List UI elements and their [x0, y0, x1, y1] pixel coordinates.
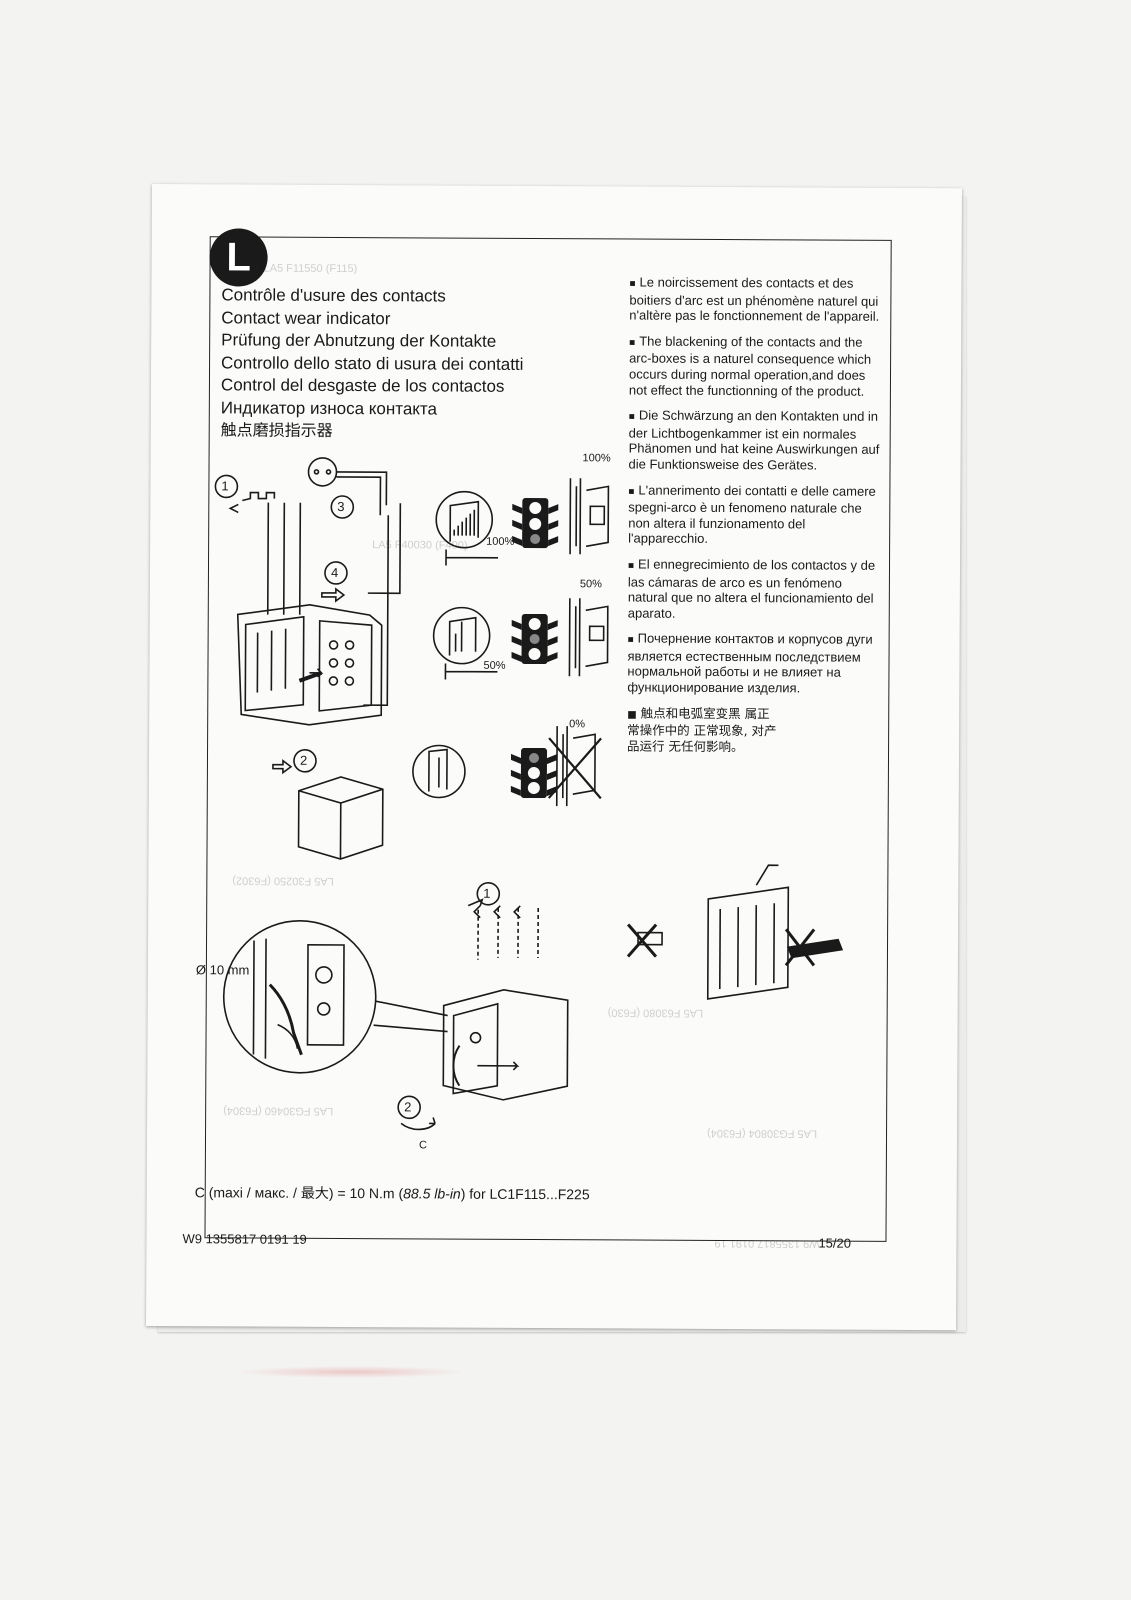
step-number: 4 [330, 564, 339, 580]
gauge-0 [412, 744, 466, 799]
document-code: W9 1355817 0191 19 [182, 1231, 307, 1247]
contact-detail-100 [569, 478, 610, 555]
torque-spec: C (maxi / макс. / 最大) = 10 N.m (88.5 lb-… [194, 1184, 590, 1203]
manual-page: LA5 F11550 (F115) LA5 F40030 (F400) LA5 … [146, 184, 962, 1331]
step-1-callout [214, 474, 276, 514]
contact-detail-50 [568, 598, 609, 677]
wear-label-0: 0% [569, 718, 586, 731]
gauge-label-100: 100% [486, 535, 515, 548]
magnified-inset [222, 919, 448, 1074]
step-number: 2 [299, 752, 308, 768]
torque-mark: C [418, 1139, 427, 1152]
gauge-50 [432, 606, 498, 680]
step-number: 1 [483, 885, 491, 901]
contact-detail-0 [547, 726, 602, 807]
contactor-lower [442, 881, 569, 1101]
arc-chamber-box [297, 776, 384, 860]
incorrect-method-illustration [626, 864, 844, 1000]
stain-mark [236, 1366, 466, 1378]
plug-icon [307, 457, 388, 516]
diameter-label: Ø 10 mm [195, 962, 250, 978]
wear-label-100: 100% [582, 452, 611, 465]
contactor-upper [236, 604, 383, 726]
traffic-light-0 [510, 747, 558, 799]
step-3-callout [330, 495, 355, 519]
step-4-callout [321, 561, 348, 603]
traffic-light-100 [512, 497, 559, 549]
gauge-label-50: 50% [483, 659, 506, 672]
traffic-light-50 [511, 613, 558, 665]
step-number: 1 [221, 478, 229, 494]
wear-indicator-illustrations [214, 457, 844, 1131]
step-number: 3 [337, 498, 345, 515]
step-number: 2 [404, 1099, 412, 1115]
wear-label-50: 50% [579, 578, 602, 591]
page-number: 15/20 [818, 1235, 852, 1251]
step-2-callout [272, 749, 317, 775]
gauge-100 [435, 490, 499, 566]
step-2-lower-callout [397, 1095, 436, 1131]
